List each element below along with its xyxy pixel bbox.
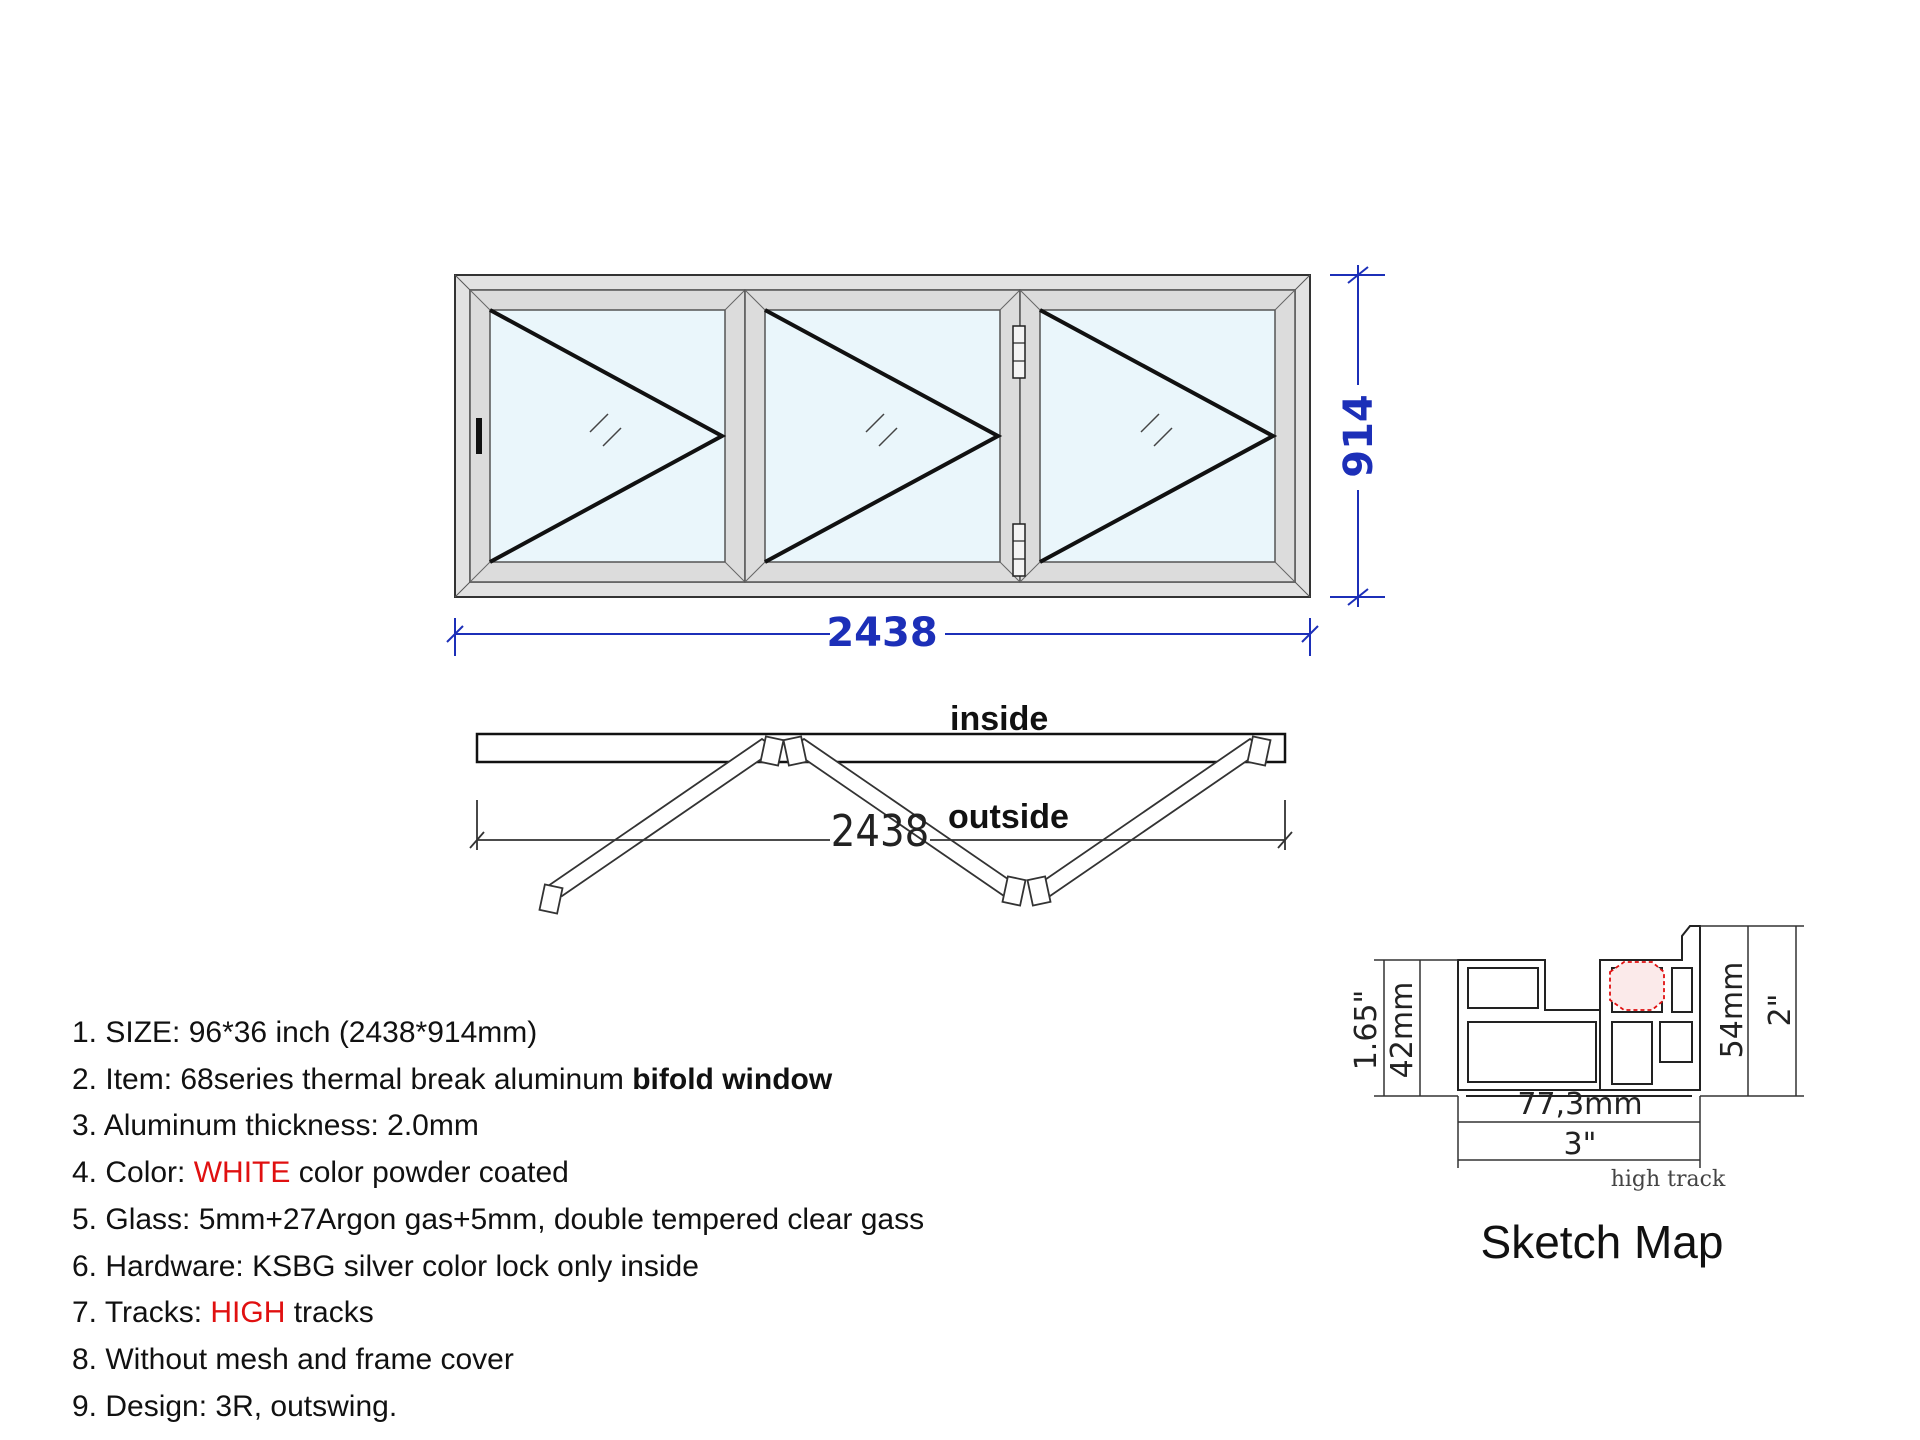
spec-item: 1. SIZE: 96*36 inch (2438*914mm) [72,1016,538,1049]
sketch-track-height-mm: 54mm [1715,962,1750,1059]
height-dimension-label: 914 [1336,394,1382,478]
sketch-track-height-inch: 2" [1763,994,1798,1027]
plan-width-dimension-label: 2438 [831,806,930,857]
glass-pane [764,309,1001,563]
inside-label: inside [950,700,1048,738]
width-dimension-label: 2438 [826,610,937,656]
opening-indicator [764,308,1003,564]
track-frame [475,732,1287,764]
sketch-title: Sketch Map [1481,1216,1724,1268]
sketch-height-inch: 1.65" [1349,990,1384,1071]
sketch-bottom-dimension [1457,1096,1701,1168]
spec-item: 4. Color: WHITE color powder coated [72,1156,569,1190]
spec-item: 6. Hardware: KSBG silver color lock only… [72,1249,699,1283]
glass-pane [489,309,726,563]
width-dimension [446,618,1319,656]
spec-item: 9. Design: 3R, outswing. [72,1389,398,1423]
sketch-width-inch: 3" [1564,1127,1597,1162]
spec-item: 2. Item: 68series thermal break aluminum… [72,1062,833,1096]
height-dimension [1330,265,1385,607]
thermal-break [1609,961,1665,1011]
panel-2 [744,289,1021,583]
panel-3 [1019,289,1296,583]
hinge-top [1012,325,1026,379]
hinge-bottom [1012,523,1026,577]
outside-label: outside [948,798,1069,836]
glass-pane [1039,309,1276,563]
spec-list: 1. SIZE: 96*36 inch (2438*914mm) 2. Item… [72,1010,924,1430]
plan-view: inside 2438 outside [469,700,1293,915]
sketch-right-dimension [1700,925,1804,1097]
sketch-left-dimension [1374,959,1458,1097]
opening-indicator [489,308,727,564]
spec-item: 7. Tracks: HIGH tracks [72,1296,374,1330]
plan-width-dimension [469,800,1293,850]
sketch-width-mm: 77,3mm [1517,1087,1642,1122]
opening-indicator [1039,308,1278,564]
sketch-map: 1.65" 42mm 54mm 2" 77,3mm 3" high track … [1349,925,1804,1268]
folded-sashes [538,735,1272,915]
handle [476,418,482,454]
sketch-track-note: high track [1611,1167,1726,1192]
front-elevation: 2438 914 [446,265,1385,656]
sketch-height-mm: 42mm [1385,982,1420,1079]
spec-item: 8. Without mesh and frame cover [72,1342,514,1376]
panel-1 [469,289,746,583]
spec-item: 3. Aluminum thickness: 2.0mm [72,1109,479,1143]
profile-section [1457,925,1701,1097]
spec-item: 5. Glass: 5mm+27Argon gas+5mm, double te… [72,1202,925,1236]
